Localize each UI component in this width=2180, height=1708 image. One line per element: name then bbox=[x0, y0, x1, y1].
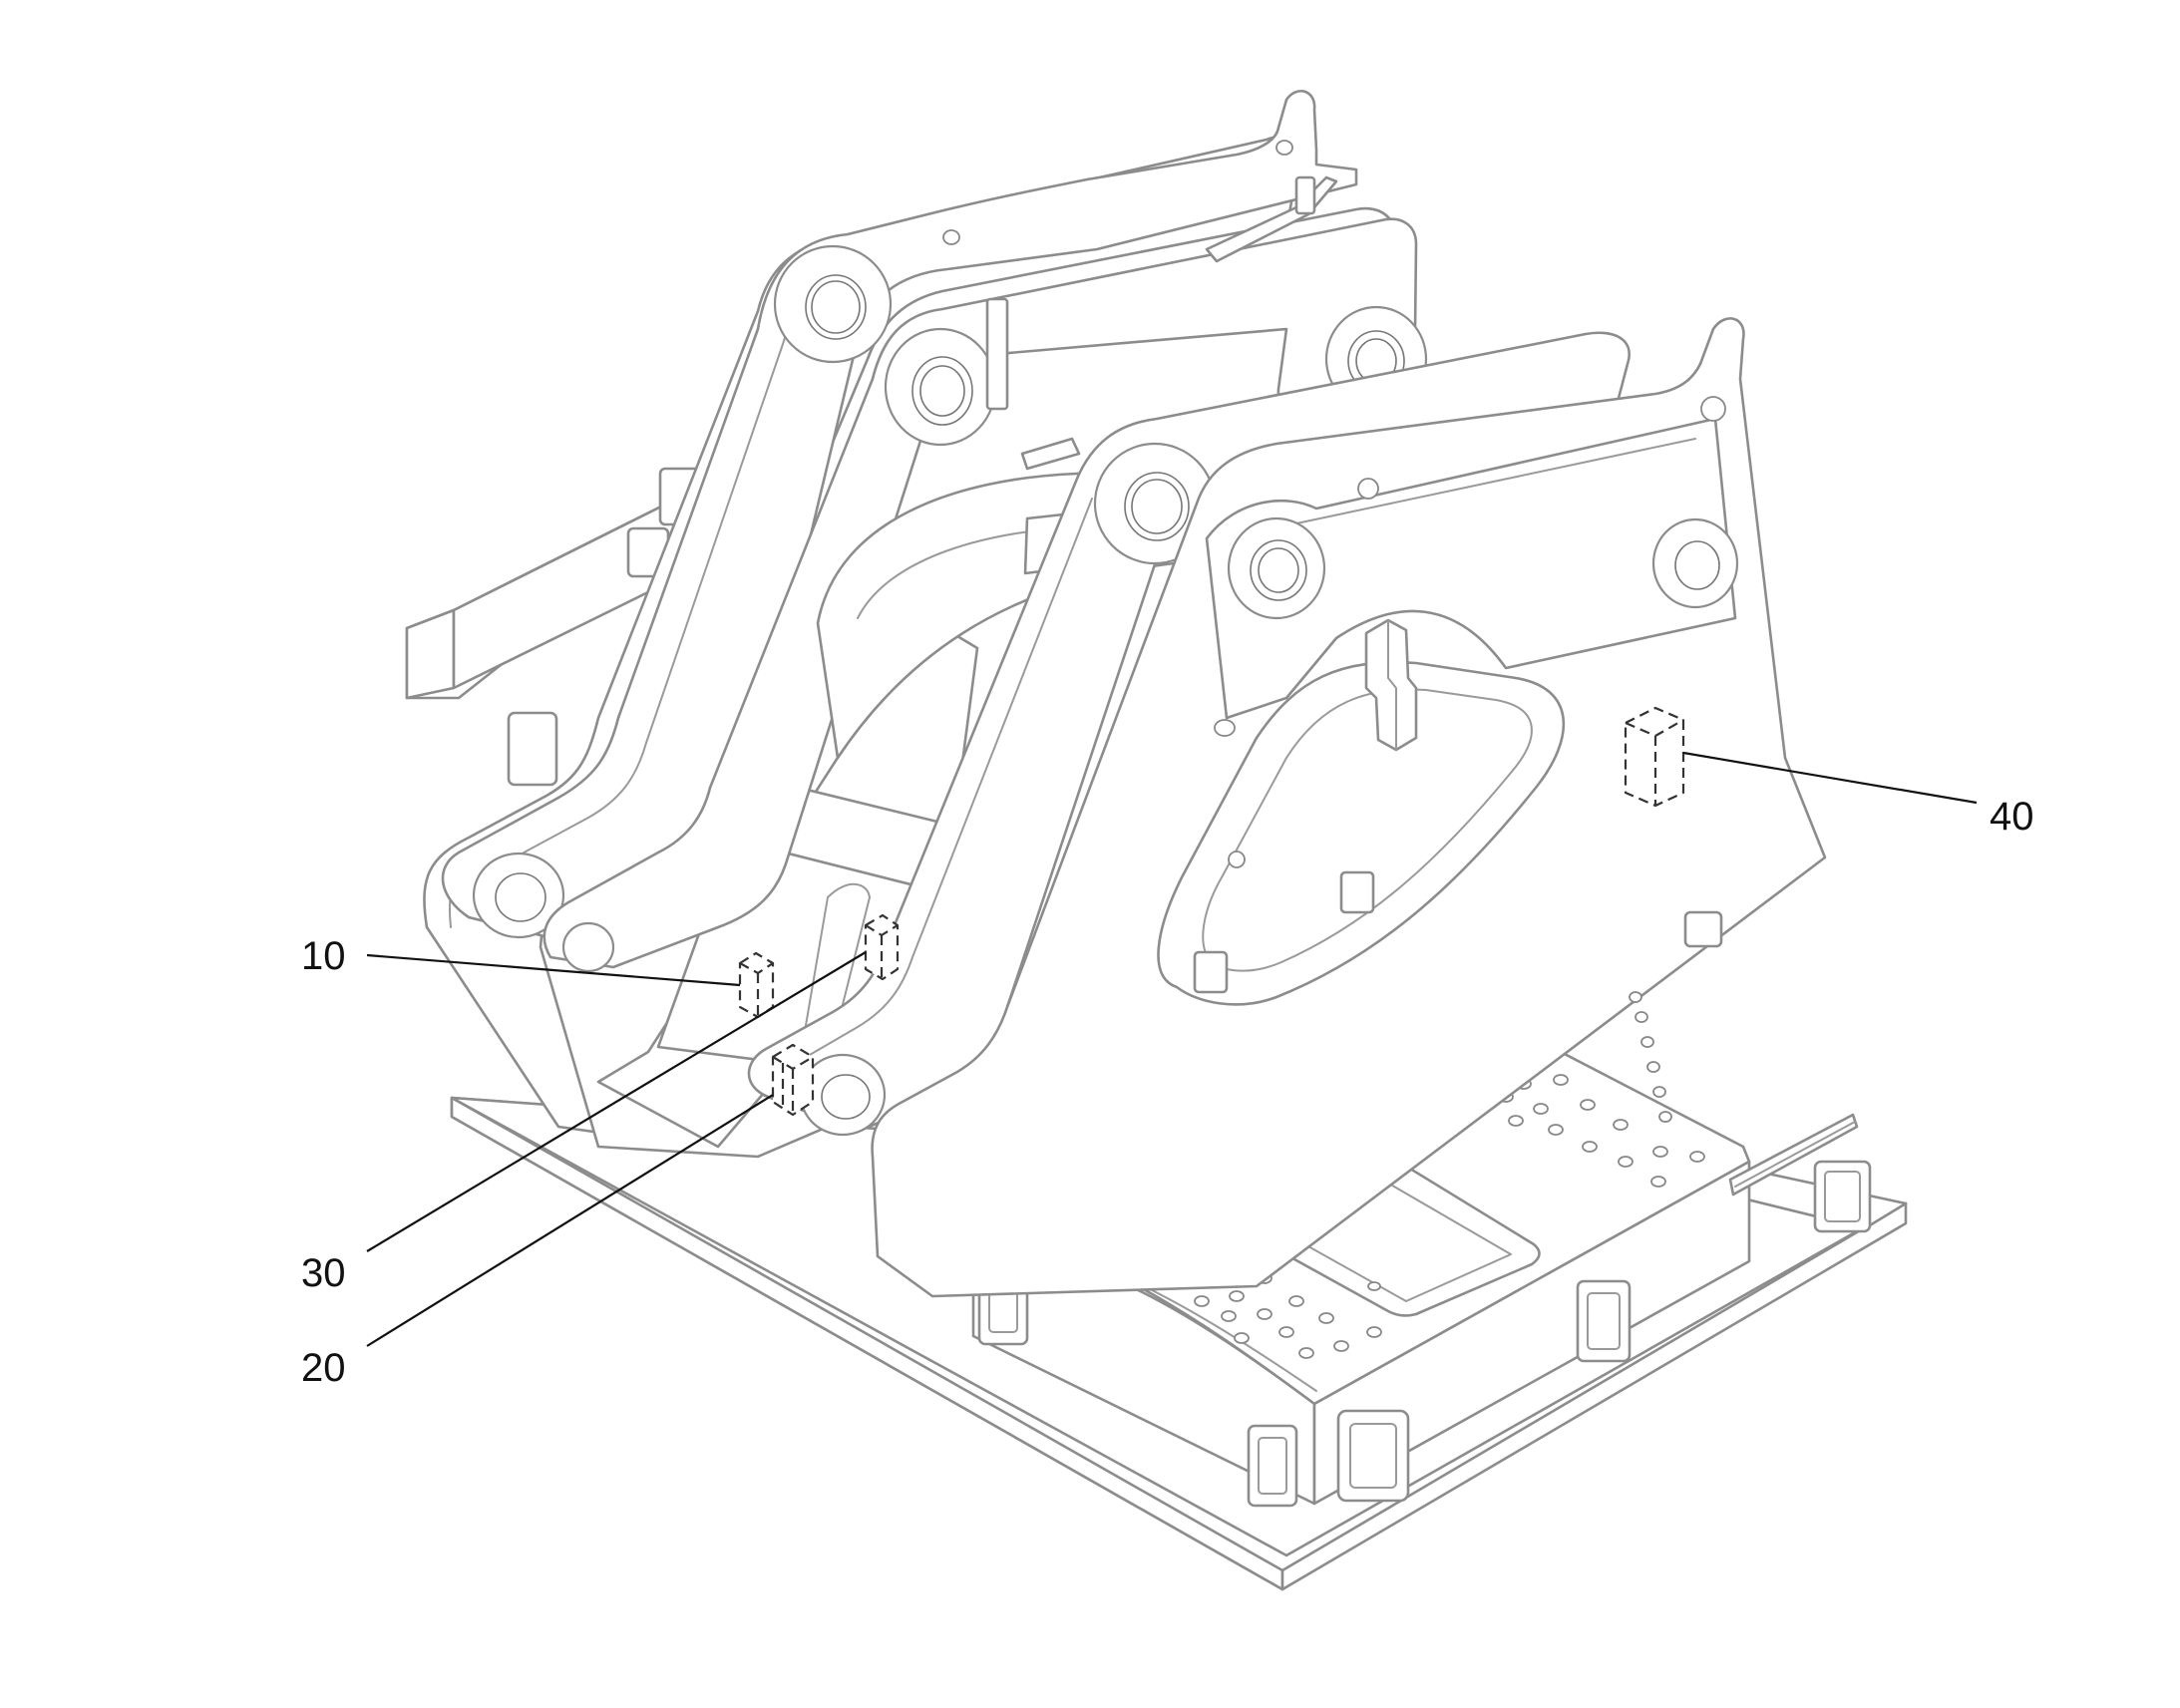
leader-10 bbox=[366, 953, 741, 987]
leader-30 bbox=[366, 951, 867, 1252]
callout-40: 40 bbox=[1990, 795, 2034, 839]
right-plate-bosses bbox=[1214, 396, 1739, 737]
block-30 bbox=[864, 913, 900, 981]
callout-10: 10 bbox=[301, 934, 346, 978]
block-20 bbox=[771, 1043, 815, 1117]
leader-lines bbox=[366, 751, 1978, 1347]
right-side-plate bbox=[871, 317, 1827, 1298]
rear-arm bbox=[441, 90, 1358, 944]
callout-30: 30 bbox=[301, 1251, 346, 1295]
leader-40 bbox=[1682, 751, 1978, 805]
callout-20: 20 bbox=[301, 1346, 346, 1390]
block-40 bbox=[1624, 706, 1685, 808]
block-10 bbox=[738, 951, 775, 1019]
leader-20 bbox=[366, 1094, 774, 1347]
mounting-pads bbox=[977, 1160, 1872, 1508]
cutout-brackets bbox=[1193, 851, 1375, 994]
right-plate-holes bbox=[1629, 910, 1723, 1123]
upright-post bbox=[1364, 618, 1418, 752]
callout-labels: 10 30 20 40 bbox=[301, 795, 2034, 1390]
